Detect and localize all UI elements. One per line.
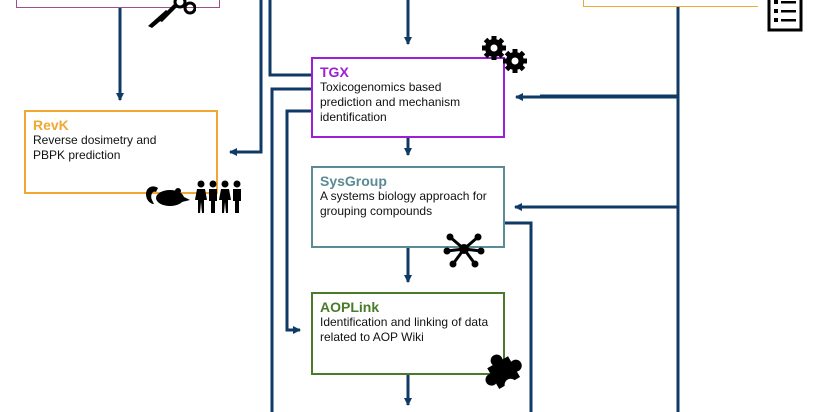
checklist-icon [767,0,803,32]
node-tgx: TGX Toxicogenomics based prediction and … [311,57,505,138]
edge-top-revk [229,0,263,156]
scissors-icon [148,0,196,28]
gears-icon [482,36,527,73]
puzzle-icon [485,354,522,391]
edge-top-tgx-left [268,0,311,77]
node-revk-description: Reverse dosimetry and PBPK prediction [33,133,157,162]
node-tgx-description: Toxicogenomics based prediction and mech… [320,80,461,124]
network-icon [443,233,485,268]
top-right-node [583,0,758,7]
node-revk-title: RevK [33,117,69,133]
node-revk: RevK Reverse dosimetry and PBPK predicti… [24,110,218,194]
rat-icon [146,186,190,206]
node-aoplink: AOPLink Identification and linking of da… [311,292,505,375]
edge-tgx-aoplink [285,109,311,334]
node-aoplink-title: AOPLink [320,299,380,315]
node-aoplink-description: Identification and linking of data relat… [320,315,489,344]
edge-tgx-down-left [270,87,311,412]
people-icon [195,180,241,213]
edge-sysgroup-down [505,221,533,412]
node-sysgroup-description: A systems biology approach for grouping … [320,189,487,218]
node-sysgroup-title: SysGroup [320,173,387,189]
node-tgx-title: TGX [320,64,349,80]
top-left-node [16,0,220,8]
node-sysgroup: SysGroup A systems biology approach for … [311,166,505,248]
